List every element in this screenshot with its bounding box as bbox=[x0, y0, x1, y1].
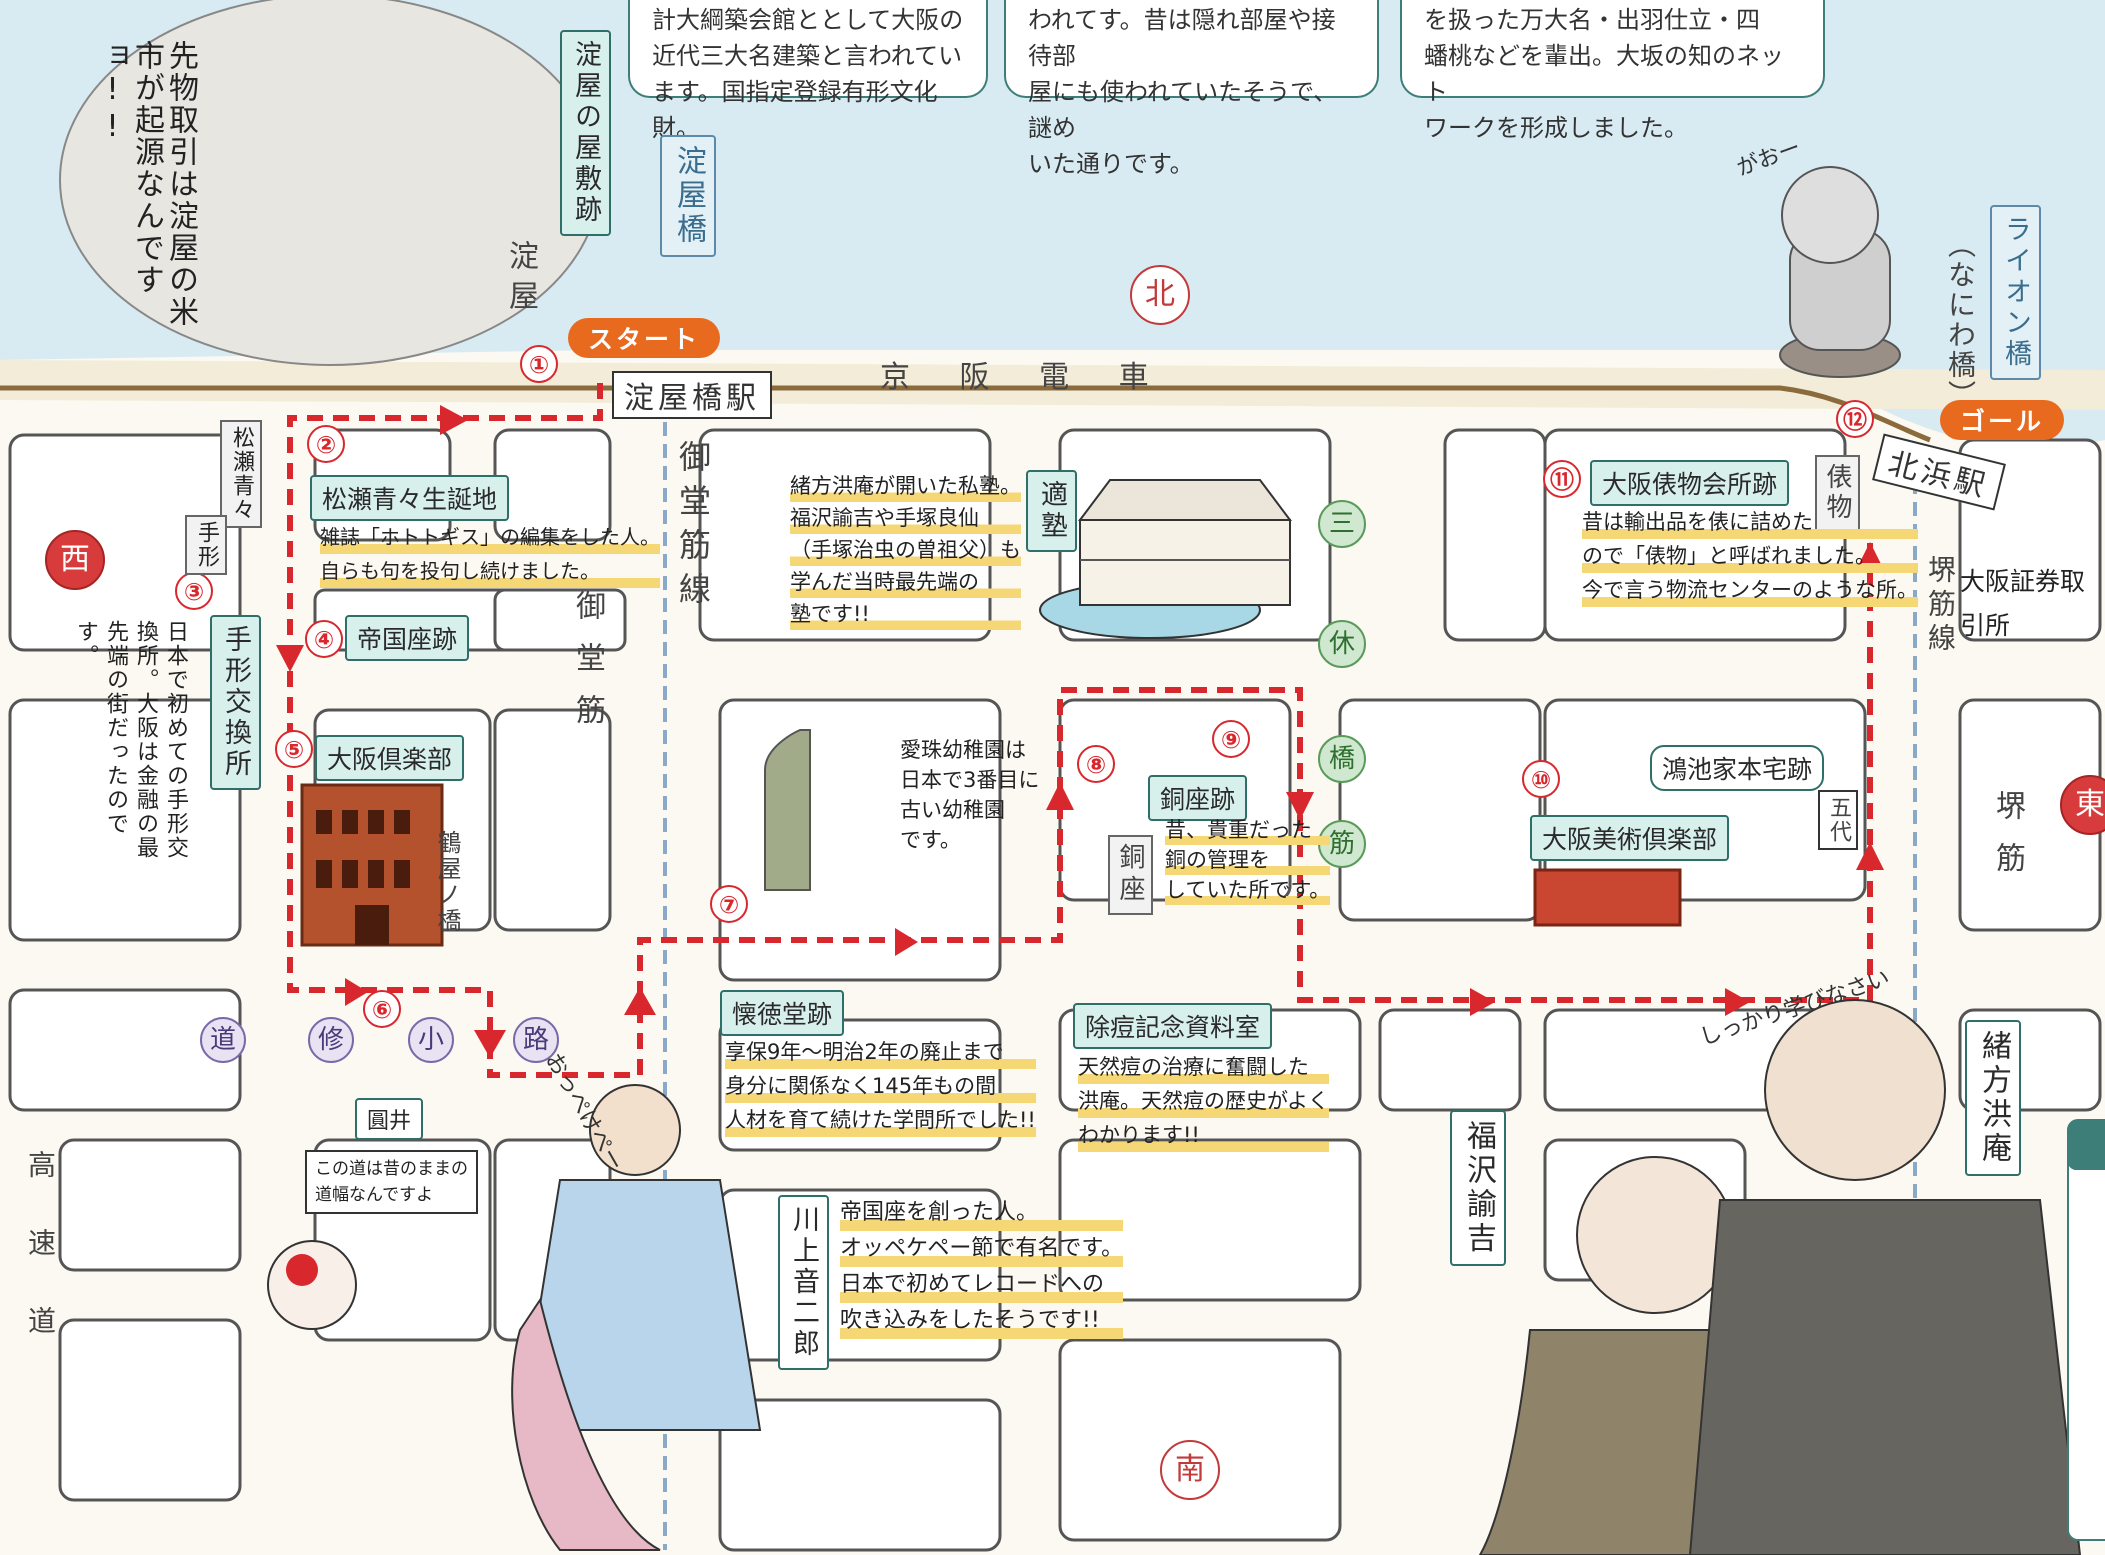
kaitokudo-label: 懐徳堂跡 bbox=[720, 990, 845, 1036]
spot-number-11: ⑪ bbox=[1543, 460, 1581, 498]
lion-statue bbox=[1779, 166, 1901, 378]
start-marker: スタート bbox=[568, 318, 721, 358]
osaka-club-building bbox=[300, 783, 444, 947]
tegata-sign: 手形 bbox=[185, 515, 227, 575]
tawaramono-label: 大阪俵物会所跡 bbox=[1590, 460, 1790, 506]
jotoku-museum-label: 除痘記念資料室 bbox=[1073, 1003, 1273, 1049]
matsuse-sign: 松瀬青々 bbox=[220, 420, 262, 528]
kawakami-otojiro-illustration bbox=[267, 1084, 762, 1551]
osaka-securities-exchange: 大阪証券取引所 bbox=[1960, 567, 2086, 640]
sanbuku-street-char-2: 休 bbox=[1318, 620, 1366, 668]
yodoyabashi-station: 淀屋橋駅 bbox=[612, 371, 772, 419]
tawaramono-note: 昔は輸出品を俵に詰めた ので「俵物」と呼ばれました。 今で言う物流センターのよう… bbox=[1582, 505, 1918, 607]
route-arrows bbox=[276, 405, 1884, 1058]
bijutsu-club-building bbox=[1533, 868, 1682, 927]
tegata-exchange-label: 手形交換所 bbox=[210, 615, 261, 790]
lion-bridge-label: ライオン橋 bbox=[1990, 205, 2041, 380]
tekijuku-label: 適塾 bbox=[1026, 470, 1077, 552]
keihan-line-label: 京 阪 電 車 bbox=[880, 360, 1169, 395]
godai-sign: 五代 bbox=[1818, 790, 1858, 850]
ogata-name-label: 緒方洪庵 bbox=[1965, 1020, 2021, 1176]
doshu-koji-char-4: 路 bbox=[513, 1017, 559, 1063]
sakaisuji-line-label: 堺筋線 bbox=[1924, 555, 1957, 657]
old-road-note: この道は昔のままの 道幅なんですよ bbox=[305, 1150, 478, 1214]
spot-number-5: ⑤ bbox=[275, 730, 313, 768]
tegata-note: 日本で初めての手形交換所。大阪は金融の最先端の街だったのです。 bbox=[73, 620, 188, 860]
yodoya-residence-sign: 淀屋の屋敷跡 bbox=[560, 30, 611, 236]
naniwabashi-paren-label: （なにわ橋） bbox=[1944, 230, 1977, 410]
matsuse-note: 雑誌「ホトトギス」の編集をした人。 自らも句を投句し続けました。 bbox=[320, 520, 660, 588]
doza-note: 昔、貴重だった 銅の管理を していた所です。 bbox=[1165, 815, 1331, 905]
expressway-label: 高速道 bbox=[24, 1150, 57, 1384]
konoike-callout: 鴻池家本宅跡 bbox=[1650, 745, 1825, 791]
kaitokudo-note: 享保9年〜明治2年の廃止まで 身分に関係なく145年もの間 人材を育て続けた学問… bbox=[725, 1035, 1036, 1137]
spot-number-7: ⑦ bbox=[710, 885, 748, 923]
matsuse-birthplace-label: 松瀬青々生誕地 bbox=[310, 475, 510, 521]
spot-number-10: ⑩ bbox=[1522, 760, 1560, 798]
spot-number-8: ⑧ bbox=[1077, 745, 1115, 783]
spot-number-1: ① bbox=[520, 345, 558, 383]
compass-north: 北 bbox=[1130, 265, 1190, 325]
info-box-secret-room: われてす。昔は隠れ部屋や接待部 屋にも使われていたそうで、謎め いた通りです。 bbox=[1004, 0, 1379, 178]
info-box-kaitokudo: を扱った万大名・出羽仕立・四 蟠桃などを輩出。大坂の知のネット ワークを形成しま… bbox=[1400, 0, 1825, 142]
doshu-koji-char-2: 修 bbox=[308, 1017, 354, 1063]
sakaisuji-street-label: 堺筋 bbox=[1990, 790, 2025, 894]
bijutsu-club-label: 大阪美術倶楽部 bbox=[1530, 815, 1730, 861]
spot-number-12: ⑫ bbox=[1836, 400, 1874, 438]
kawakami-note: 帝国座を創った人。 オッペケペー節で有名です。 日本で初めてレコードへの 吹き込… bbox=[840, 1195, 1124, 1339]
doshu-koji-char-3: 小 bbox=[408, 1017, 454, 1063]
aishu-kindergarten-note: 愛珠幼稚園は 日本で3番目に 古い幼稚園 です。 bbox=[900, 738, 1040, 852]
fukuzawa-and-ogata-illustration bbox=[1478, 999, 2082, 1555]
kaitokudo-monument bbox=[764, 729, 811, 891]
info-box-osaka-club: 計大綱築会館ととして大阪の 近代三大名建築と言われてい ます。国指定登録有形文化… bbox=[628, 0, 988, 142]
yodoya-stone-text: 淀屋 bbox=[503, 240, 538, 320]
midosuji-street-label: 御堂筋 bbox=[570, 590, 605, 746]
kawakami-name-label: 川上音二郎 bbox=[778, 1195, 829, 1370]
spot-number-4: ④ bbox=[305, 620, 343, 658]
goal-marker: ゴール bbox=[1940, 400, 2065, 440]
spot-number-9: ⑨ bbox=[1212, 720, 1250, 758]
compass-east: 東 bbox=[2060, 775, 2105, 835]
jotoku-note: 天然痘の治療に奮闘した 洪庵。天然痘の歴史がよく わかります!! bbox=[1078, 1050, 1329, 1152]
compass-south: 南 bbox=[1160, 1440, 1220, 1500]
yodoyabashi-bridge-label: 淀屋橋 bbox=[660, 135, 716, 257]
tekijuku-building bbox=[1039, 479, 1292, 639]
side-panel bbox=[2067, 1119, 2105, 1541]
midosuji-line-label: 御堂筋線 bbox=[674, 440, 712, 616]
yodoya-origin-note: 先物取引は淀屋の米市が起源なんですョ!! bbox=[95, 40, 198, 328]
fukuzawa-name-label: 福沢諭吉 bbox=[1450, 1110, 1506, 1266]
sanbuku-street-char-1: 三 bbox=[1318, 500, 1366, 548]
tsuruya-bridge-label: 鶴屋ノ橋 bbox=[433, 830, 461, 934]
spot-number-2: ② bbox=[307, 425, 345, 463]
teikokuza-label: 帝国座跡 bbox=[345, 615, 470, 661]
sanbuku-street-char-3: 橋 bbox=[1318, 735, 1366, 783]
osaka-club-label: 大阪倶楽部 bbox=[315, 735, 465, 781]
tekijuku-note: 緒方洪庵が開いた私塾。 福沢諭吉や手塚良仙 （手塚治虫の曽祖父）も 学んだ当時最… bbox=[790, 470, 1021, 630]
compass-west: 西 bbox=[45, 530, 105, 590]
doshu-koji-char-1: 道 bbox=[200, 1017, 246, 1063]
spot-number-6: ⑥ bbox=[363, 990, 401, 1028]
side-panel-header bbox=[2068, 1120, 2105, 1170]
enmon-sign: 圓井 bbox=[355, 1098, 424, 1140]
doza-stone: 銅座 bbox=[1108, 835, 1153, 915]
spot-number-3: ③ bbox=[175, 572, 213, 610]
